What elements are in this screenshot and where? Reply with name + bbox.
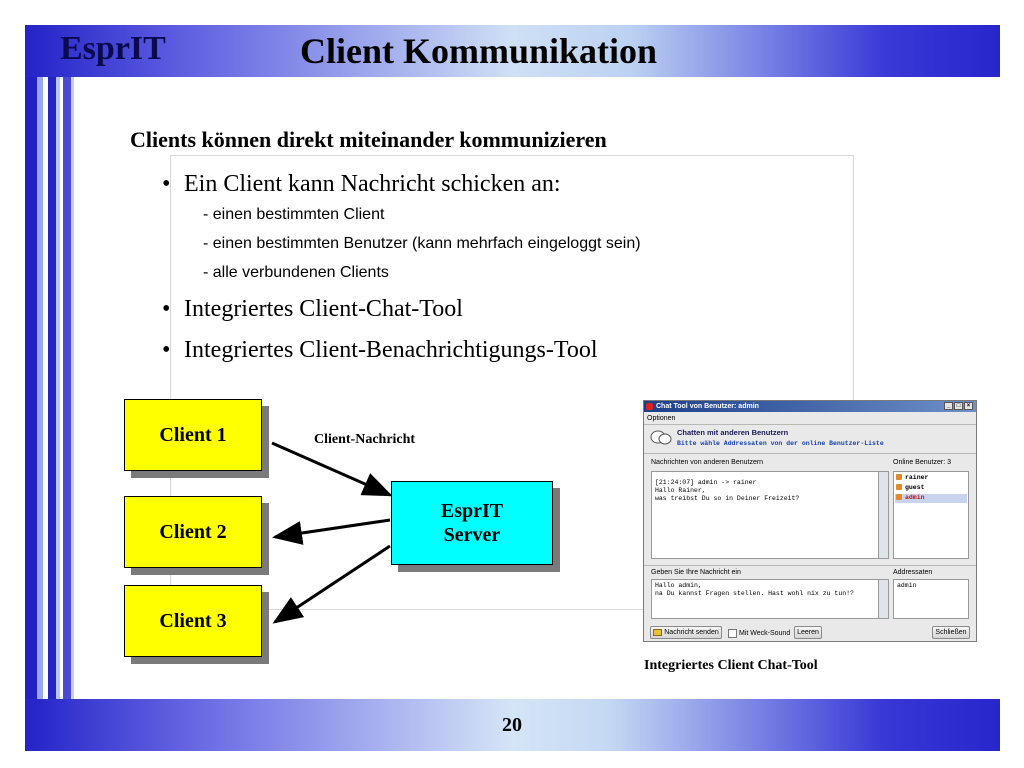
minimize-icon[interactable]: _: [944, 402, 953, 410]
chat-tool-window: Chat Tool von Benutzer: admin _ □ × Opti…: [643, 400, 977, 642]
bullet-dot: •: [162, 296, 171, 322]
close-icon[interactable]: ×: [964, 402, 973, 410]
user-name: admin: [905, 494, 925, 501]
left-decoration-bar: [71, 77, 74, 699]
footer-bar: [25, 699, 1000, 751]
messages-label: Nachrichten von anderen Benutzern: [651, 459, 764, 466]
input-label: Geben Sie Ihre Nachricht ein: [651, 569, 741, 576]
logo: EsprIT: [60, 30, 166, 67]
menu-options[interactable]: Optionen: [647, 415, 676, 422]
message-line: was treibst Du so in Deiner Freizeit?: [655, 495, 800, 502]
sub-item: - einen bestimmten Benutzer (kann mehrfa…: [203, 235, 641, 252]
chat-header-subtitle: Bitte wähle Addressaten von der online B…: [677, 440, 884, 447]
client-3-box: Client 3: [124, 585, 262, 657]
close-button[interactable]: Schließen: [932, 626, 970, 639]
divider: [644, 424, 976, 425]
messages-panel[interactable]: [21:24:07] admin -> rainer Hallo Rainer,…: [651, 471, 889, 559]
client-1-box: Client 1: [124, 399, 262, 471]
envelope-icon: [653, 628, 663, 636]
clear-button[interactable]: Leeren: [794, 626, 822, 639]
user-name: rainer: [905, 474, 929, 481]
server-label-line1: EsprIT: [440, 500, 504, 522]
message-line: [21:24:07] admin -> rainer: [655, 479, 757, 486]
client-2-box: Client 2: [124, 496, 262, 568]
left-decoration-bar: [63, 77, 71, 699]
list-item[interactable]: rainer: [896, 474, 966, 483]
input-line: na Du kannst Fragen stellen. Hast wohl n…: [655, 590, 854, 597]
checkbox-box[interactable]: [728, 628, 737, 638]
send-message-label: Nachricht senden: [664, 629, 719, 636]
message-input[interactable]: Hallo admin, na Du kannst Fragen stellen…: [651, 579, 889, 619]
page-number: 20: [502, 714, 522, 736]
client-label: Client 2: [159, 520, 227, 543]
addressee-name: admin: [897, 582, 917, 589]
slide-title: Client Kommunikation: [300, 31, 658, 71]
online-users-list[interactable]: rainer guest admin: [893, 471, 969, 559]
list-item[interactable]: guest: [896, 484, 966, 493]
user-icon: [896, 494, 902, 501]
bullet-item: • Integriertes Client-Chat-Tool: [162, 296, 463, 323]
header-bar: [25, 25, 1000, 77]
user-icon: [896, 484, 902, 491]
send-message-button[interactable]: Nachricht senden: [650, 626, 722, 639]
chat-window-titlebar: Chat Tool von Benutzer: admin _ □ ×: [644, 401, 976, 412]
left-decoration-bar: [37, 77, 43, 699]
server-label-line2: Server: [443, 524, 501, 546]
maximize-icon[interactable]: □: [954, 402, 963, 410]
wake-sound-checkbox[interactable]: Mit Weck-Sound: [728, 628, 790, 639]
list-item-selected[interactable]: admin: [895, 494, 967, 503]
sub-item: - alle verbundenen Clients: [203, 264, 389, 281]
arrow-client1-to-server: [271, 441, 393, 497]
bullet-item: • Integriertes Client-Benachrichtigungs-…: [162, 337, 598, 364]
arrow-label: Client-Nachricht: [314, 432, 416, 447]
chat-header-title: Chatten mit anderen Benutzern: [677, 428, 789, 437]
divider: [644, 453, 976, 454]
chat-window-title: Chat Tool von Benutzer: admin: [656, 403, 759, 410]
left-decoration-bar: [25, 77, 37, 699]
input-line: Hallo admin,: [655, 582, 702, 589]
messages-scrollbar[interactable]: [878, 472, 888, 558]
arrow-server-to-client3: [272, 544, 391, 624]
wake-sound-label: Mit Weck-Sound: [739, 630, 791, 637]
arrow-server-to-client2: [272, 518, 391, 545]
addressees-label: Addressaten: [893, 569, 933, 576]
sub-item: - einen bestimmten Client: [203, 206, 385, 223]
app-icon: [646, 403, 653, 410]
client-label: Client 3: [159, 609, 227, 632]
bullet-dot: •: [162, 171, 171, 197]
left-decoration-bar: [56, 77, 60, 699]
input-scrollbar[interactable]: [878, 580, 888, 618]
bullet-text: Ein Client kann Nachricht schicken an:: [184, 171, 561, 197]
chat-bubbles-icon: [650, 430, 672, 445]
bullet-item: • Ein Client kann Nachricht schicken an:: [162, 171, 561, 198]
divider: [644, 565, 976, 566]
bullet-dot: •: [162, 337, 171, 363]
client-label: Client 1: [159, 423, 227, 446]
left-decoration-bar: [48, 77, 56, 699]
background-frame: [170, 155, 854, 610]
online-users-label: Online Benutzer: 3: [893, 459, 951, 466]
addressees-field[interactable]: admin: [893, 579, 969, 619]
user-name: guest: [905, 484, 925, 491]
screenshot-caption: Integriertes Client Chat-Tool: [644, 658, 818, 673]
bullet-text: Integriertes Client-Chat-Tool: [184, 296, 463, 322]
content-heading: Clients können direkt miteinander kommun…: [130, 127, 607, 152]
user-icon: [896, 474, 902, 481]
message-line: Hallo Rainer,: [655, 487, 706, 494]
server-box: EsprIT Server: [391, 481, 553, 565]
bullet-text: Integriertes Client-Benachrichtigungs-To…: [184, 337, 598, 363]
